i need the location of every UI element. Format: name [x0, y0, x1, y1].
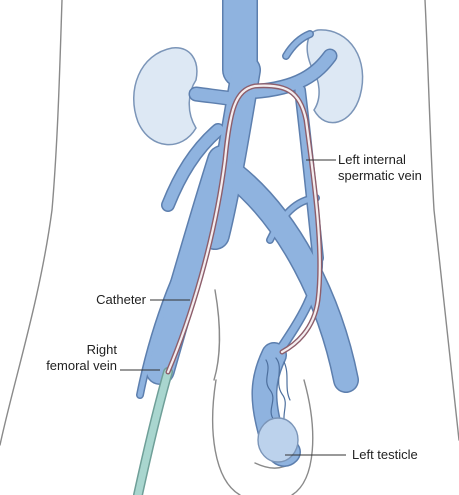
label-left-internal-line-2: spermatic vein — [338, 168, 422, 184]
label-left-internal-spermatic-vein: Left internal spermatic vein — [338, 152, 422, 184]
label-left-internal-line-1: Left internal — [338, 152, 422, 168]
label-right-femoral-line-2: femoral vein — [14, 358, 117, 374]
label-right-femoral-line-1: Right — [14, 342, 117, 358]
label-right-femoral-vein: Right femoral vein — [14, 342, 117, 374]
label-left-testicle: Left testicle — [352, 447, 418, 463]
right-kidney — [134, 48, 197, 145]
label-catheter: Catheter — [60, 292, 146, 308]
